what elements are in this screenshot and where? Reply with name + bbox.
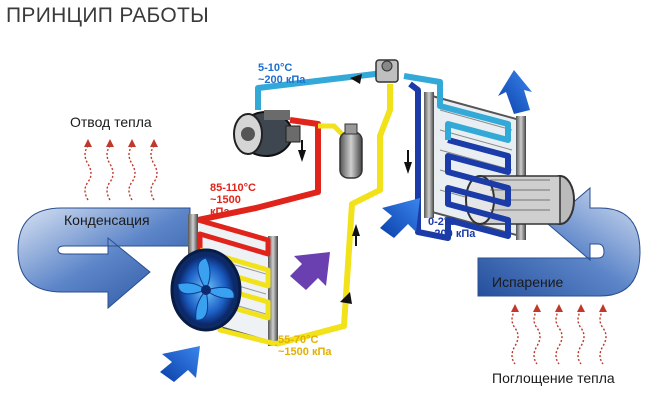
condensation-airflow-arrow [17,207,191,310]
liquid-line-pressure: ~1500 кПа [278,346,332,358]
expansion-valve [375,59,399,83]
heat-wave-arrowheads-right [511,304,607,312]
high-pressure-gas-line [197,117,321,223]
high-pressure-gas-unit: кПа [210,206,230,218]
condensation-label: Конденсация [64,212,150,228]
air-arrow-evaporator-in [380,198,420,238]
condenser-fan [170,248,242,332]
heat-flow-arrow [290,252,330,290]
air-arrow-condenser-in [160,346,200,382]
page-title: ПРИНЦИП РАБОТЫ [6,4,210,27]
air-arrow-evaporator-out [498,70,532,114]
low-pressure-line [255,69,393,110]
compressor [233,110,301,157]
low-pressure-gas-temp: 5-10°C [258,62,293,74]
heat-absorption-label: Поглощение тепла [492,370,615,386]
heat-rejection-label: Отвод тепла [70,114,152,130]
liquid-line [275,84,393,347]
liquid-line-temp: 55-70°C [278,334,319,346]
liquid-line-reading: 55-70°C ~1500 кПа [278,334,331,358]
high-pressure-gas-temp: 85-110°C [210,182,256,194]
evaporator-temp: 0-2°C [428,216,457,228]
low-pressure-gas-reading: 5-10°C ~200 кПа [258,62,305,86]
evaporator-coil-cyan [403,73,511,143]
evaporation-label: Испарение [492,274,564,290]
evaporator-pressure: ~200 кПа [428,228,476,240]
heat-wave-arrowheads [84,139,158,147]
condenser-coil-hot [197,217,271,257]
low-pressure-gas-pressure: ~200 кПа [258,74,306,86]
flow-direction-arrows [298,74,412,304]
high-pressure-gas-reading: 85-110°C ~1500 кПа [210,182,256,218]
evaporator-coil [408,81,511,241]
evaporator-reading: 0-2°C ~200 кПа [428,216,475,240]
high-pressure-gas-pressure: ~1500 [210,194,241,206]
heat-waves-absorption [511,309,607,365]
receiver-drier [339,123,363,179]
heat-waves-rejection [84,145,158,201]
